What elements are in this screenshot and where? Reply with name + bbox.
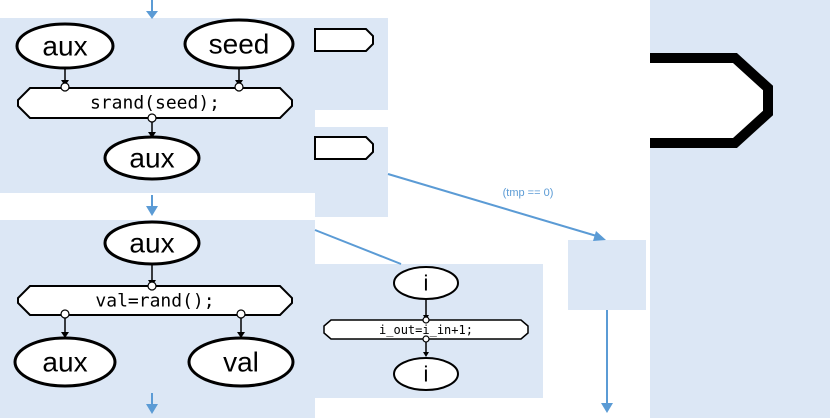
port	[234, 82, 244, 92]
node-aux-output-label: aux	[129, 143, 174, 174]
node-i-input[interactable]	[393, 266, 459, 300]
node-val-output[interactable]	[187, 336, 295, 388]
statement-increment[interactable]	[323, 319, 529, 340]
collapsed-statement-middle[interactable]	[314, 136, 374, 160]
block3-link-line	[314, 229, 402, 265]
flow-mid-arrowhead	[146, 206, 158, 216]
node-i-output-label: i	[424, 362, 429, 387]
control-flow-connectors	[146, 0, 613, 414]
branch-condition-label: (tmp == 0)	[503, 187, 554, 199]
collapsed-statement-top[interactable]	[314, 28, 374, 52]
node-seed-input-label: seed	[209, 29, 270, 60]
node-aux-input[interactable]	[15, 22, 115, 70]
wire-arrowhead	[61, 332, 69, 338]
statement-rand[interactable]	[17, 285, 293, 316]
node-aux-input-label: aux	[129, 228, 174, 259]
block2: aux val=rand(); aux val	[13, 220, 295, 388]
branch-exit-arrowhead	[601, 403, 613, 413]
node-i-output[interactable]	[393, 357, 459, 391]
statement-srand[interactable]	[17, 87, 293, 119]
zoomed-statement-tab[interactable]	[650, 53, 773, 148]
node-aux-output[interactable]	[103, 135, 201, 181]
wire-arrowhead	[423, 352, 429, 357]
statement-increment-label: i_out=i_in+1;	[379, 323, 473, 337]
flow-exit-arrowhead	[146, 404, 158, 414]
port	[147, 113, 157, 123]
statement-rand-label: val=rand();	[95, 291, 214, 312]
node-aux-output-label: aux	[42, 347, 87, 378]
branch-target-panel	[568, 240, 646, 310]
flow-entry-arrowhead	[146, 11, 158, 19]
statement-srand-label: srand(seed);	[90, 93, 220, 114]
node-seed-input[interactable]	[183, 18, 295, 70]
branch-edge-line	[387, 173, 601, 238]
wire-arrowhead	[237, 332, 245, 338]
port	[60, 309, 70, 319]
wire-arrowhead	[148, 132, 156, 138]
port	[422, 316, 430, 324]
port	[236, 309, 246, 319]
node-val-output-label: val	[223, 347, 259, 378]
node-aux-output[interactable]	[13, 336, 117, 388]
port	[147, 281, 157, 291]
node-i-input-label: i	[424, 271, 429, 296]
port	[422, 335, 430, 343]
block3: i i_out=i_in+1; i	[323, 266, 529, 391]
port	[60, 82, 70, 92]
block1: aux seed srand(seed); aux	[15, 18, 295, 181]
node-aux-input[interactable]	[103, 220, 201, 266]
branch-edge-arrowhead	[593, 231, 606, 241]
node-aux-input-label: aux	[42, 31, 87, 62]
